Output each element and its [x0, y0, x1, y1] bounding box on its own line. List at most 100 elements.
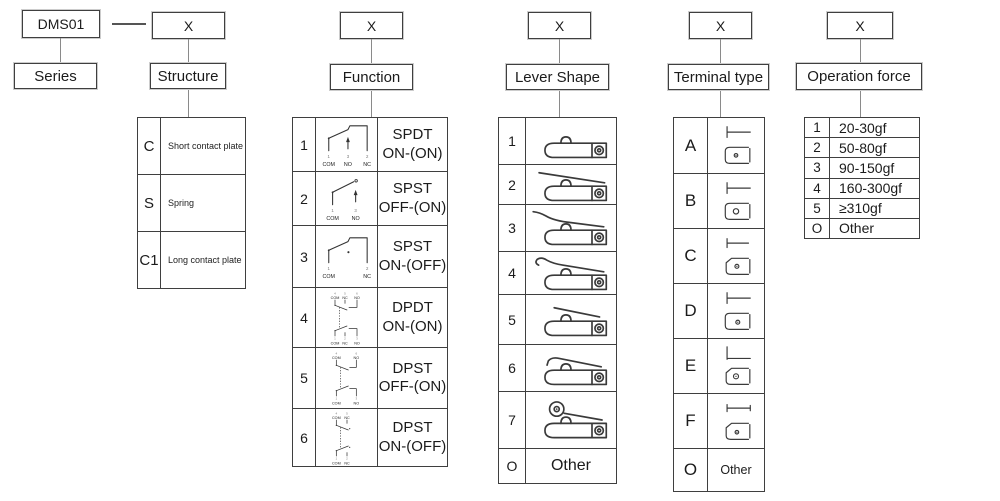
lever-roller-icon [526, 392, 616, 448]
lever-hook-icon [526, 252, 616, 294]
function-code: 4 [293, 288, 316, 347]
force-value: 50-80gf [839, 139, 887, 156]
dpst-no-circuit-icon: 4 6 COM NO 1 3 COM NO [316, 348, 378, 408]
dpst-nc-circuit-icon: 4 5 COM NC 1 2 COM NC [316, 409, 378, 466]
spst-nc-circuit-icon: 1 2 COM NC [316, 226, 378, 287]
lever-row: 7 [499, 391, 616, 448]
terminal-table: A B C [673, 117, 765, 492]
svg-text:NC: NC [342, 296, 348, 300]
structure-desc: Short contact plate [168, 141, 244, 151]
svg-text:1: 1 [327, 153, 330, 158]
function-label-box: Function [330, 64, 413, 90]
terminal-row: B [674, 173, 764, 228]
structure-label-box: Structure [150, 63, 226, 89]
lever-x: X [554, 17, 565, 34]
spst-no-circuit-icon: 1 3 COM NO [316, 172, 378, 225]
force-row: 5 ≥310gf [805, 197, 919, 218]
terminal-f-icon [708, 394, 764, 448]
svg-text:2: 2 [344, 336, 346, 340]
connector-line [371, 90, 372, 117]
structure-row: S Spring [138, 174, 245, 231]
function-desc: SPST ON-(OFF) [378, 226, 447, 287]
lever-code: 6 [499, 345, 526, 391]
force-x: X [855, 17, 865, 34]
lever-plunger-icon [526, 118, 616, 164]
structure-code: C [138, 118, 161, 174]
series-code-box: DMS01 [22, 10, 100, 38]
connector-line [860, 89, 861, 117]
function-code: 1 [293, 118, 316, 171]
terminal-label: Terminal type [673, 68, 764, 86]
svg-text:COM: COM [331, 416, 340, 420]
function-row: 5 4 6 COM NO 1 3 COM NO [293, 347, 447, 408]
lever-code: 5 [499, 295, 526, 344]
svg-text:COM: COM [331, 356, 340, 360]
svg-text:4: 4 [335, 351, 337, 355]
svg-text:COM: COM [330, 341, 339, 345]
connector-line [860, 39, 861, 63]
force-table: 1 20-30gf 2 50-80gf 3 90-150gf 4 160-300… [804, 117, 920, 239]
function-x-box: X [340, 12, 403, 39]
lever-x-box: X [528, 12, 591, 39]
function-row: 3 1 2 COM NC SPST ON-(OFF) [293, 225, 447, 287]
function-type: SPST [392, 238, 433, 256]
terminal-code: B [674, 174, 708, 228]
function-code: 6 [293, 409, 316, 466]
force-label: Operation force [807, 68, 911, 85]
function-state: ON-(OFF) [378, 256, 447, 274]
terminal-other-label: Other [720, 463, 752, 477]
connector-line [559, 39, 560, 64]
function-table: 1 1 3 2 COM NO NC SPDT ON-(ON) [292, 117, 448, 467]
lever-code: 7 [499, 392, 526, 448]
terminal-row: O Other [674, 448, 764, 491]
structure-x: X [183, 17, 194, 34]
function-code: 2 [293, 172, 316, 225]
lever-row: O Other [499, 448, 616, 483]
svg-text:1: 1 [335, 456, 337, 460]
function-desc: DPDT ON-(ON) [378, 288, 447, 347]
svg-text:COM: COM [322, 162, 335, 168]
lever-code: 3 [499, 205, 526, 251]
svg-text:NC: NC [363, 274, 371, 280]
terminal-a-icon [708, 118, 764, 173]
structure-desc: Long contact plate [168, 255, 242, 265]
structure-x-box: X [152, 12, 225, 39]
connector-line [60, 38, 61, 63]
force-row: 2 50-80gf [805, 137, 919, 158]
terminal-code: O [674, 449, 708, 491]
structure-code: S [138, 175, 161, 231]
lever-code: 4 [499, 252, 526, 294]
function-type: DPST [392, 359, 433, 377]
lever-code: O [499, 449, 526, 483]
svg-text:5: 5 [344, 291, 346, 295]
force-value: 20-30gf [839, 119, 887, 136]
function-state: ON-(ON) [382, 144, 443, 162]
svg-text:1: 1 [331, 207, 334, 212]
structure-desc: Spring [168, 198, 195, 208]
svg-text:NC: NC [344, 416, 350, 420]
terminal-row: D [674, 283, 764, 338]
function-type: SPST [392, 180, 433, 198]
lever-code: 2 [499, 165, 526, 204]
function-type: DPST [392, 419, 433, 437]
function-row: 1 1 3 2 COM NO NC SPDT ON-(ON) [293, 118, 447, 171]
force-code: 2 [805, 138, 830, 158]
svg-text:1: 1 [334, 336, 336, 340]
svg-text:2: 2 [365, 153, 368, 158]
force-code: 3 [805, 158, 830, 178]
lever-curved-up-icon [526, 205, 616, 251]
lever-row: 3 [499, 204, 616, 251]
terminal-row: C [674, 228, 764, 283]
svg-text:COM: COM [331, 402, 340, 406]
structure-table: C Short contact plate S Spring C1 Long c… [137, 117, 246, 289]
function-row: 2 1 3 COM NO SPST OFF-(ON) [293, 171, 447, 225]
svg-text:5: 5 [346, 411, 348, 415]
terminal-row: F [674, 393, 764, 448]
structure-code: C1 [138, 232, 161, 288]
series-label: Series [34, 67, 77, 85]
lever-row: 6 [499, 344, 616, 391]
terminal-x-box: X [689, 12, 752, 39]
force-code: 4 [805, 178, 830, 198]
function-state: OFF-(ON) [378, 198, 447, 216]
structure-label: Structure [157, 67, 219, 85]
